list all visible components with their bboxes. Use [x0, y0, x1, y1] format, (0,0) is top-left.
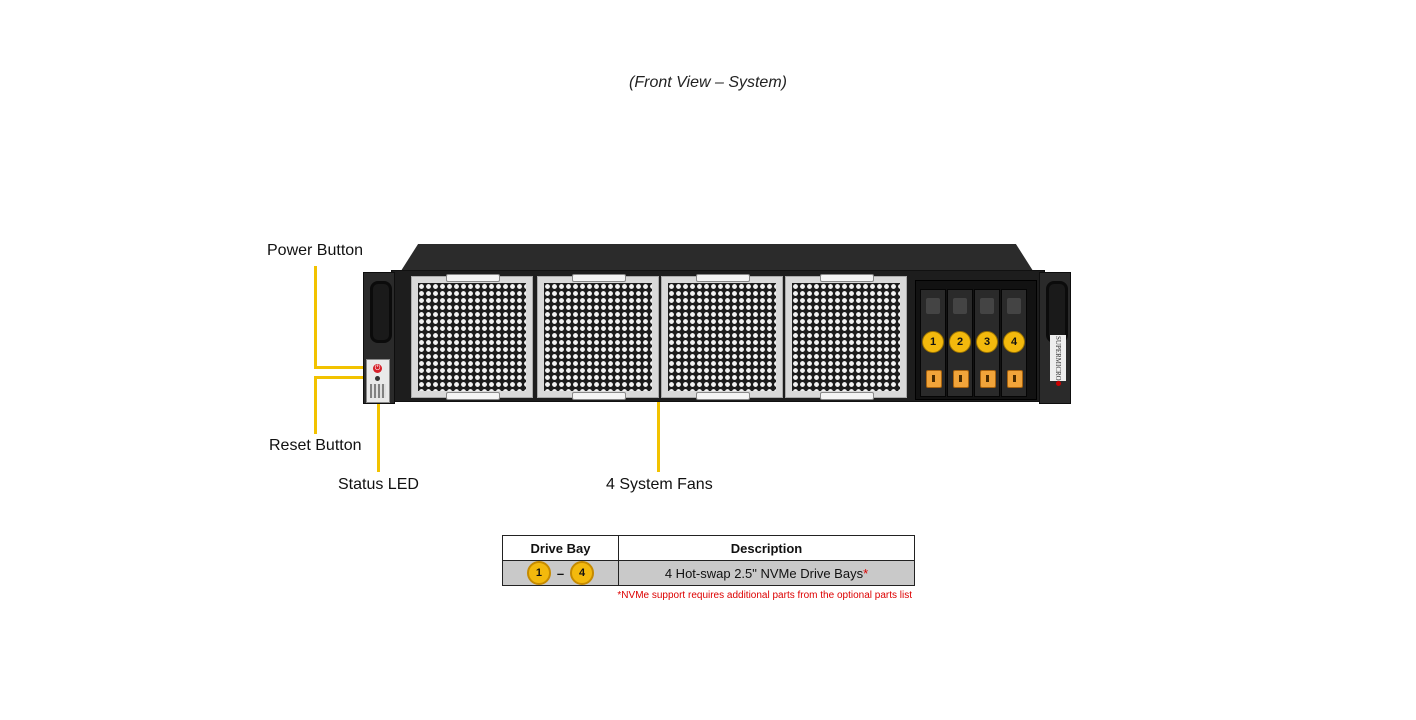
- description-text: 4 Hot-swap 2.5" NVMe Drive Bays: [664, 565, 864, 581]
- fan-release-tab[interactable]: [820, 274, 874, 282]
- table-header-description: Description: [618, 535, 915, 561]
- fan-release-tab[interactable]: [446, 392, 500, 400]
- drive-bay-badge: 4: [1003, 331, 1025, 353]
- system-fans-leader: [657, 396, 660, 472]
- description-cell: 4 Hot-swap 2.5" NVMe Drive Bays*: [618, 560, 915, 586]
- drive-bay-end-badge: 4: [570, 561, 595, 585]
- drive-bay-cell: 1–4: [502, 560, 619, 586]
- fan-release-tab[interactable]: [572, 392, 626, 400]
- tray-latch[interactable]: [926, 298, 940, 314]
- system-fan: [661, 274, 783, 400]
- tray-lock-icon[interactable]: [926, 370, 942, 388]
- range-separator: –: [556, 565, 565, 581]
- left-rack-ear: ⏻: [363, 272, 395, 404]
- drive-tray[interactable]: 4: [1001, 289, 1027, 397]
- status-led-leader: [377, 398, 380, 472]
- right-handle: [1046, 281, 1068, 343]
- left-handle: [370, 281, 392, 343]
- system-fan: [411, 274, 533, 400]
- system-fan: [785, 274, 907, 400]
- fan-grill: [544, 283, 652, 391]
- power-button-leader-horizontal: [314, 366, 372, 369]
- system-fans-label: 4 System Fans: [606, 476, 713, 493]
- power-button[interactable]: ⏻: [373, 364, 382, 373]
- brand-logo: SUPERMICRO: [1050, 335, 1066, 381]
- brand-logo-dot: [1056, 381, 1061, 386]
- fan-grill: [668, 283, 776, 391]
- control-panel: ⏻: [366, 359, 390, 403]
- fan-grill: [792, 283, 900, 391]
- server-chassis-front: ⏻ SUPERMICRO 1 2: [363, 244, 1071, 404]
- tray-lock-icon[interactable]: [1007, 370, 1023, 388]
- drive-bay-start-badge: 1: [526, 561, 551, 585]
- drive-bay-badge: 2: [949, 331, 971, 353]
- table-header-drive-bay: Drive Bay: [502, 535, 619, 561]
- drive-tray[interactable]: 2: [947, 289, 973, 397]
- tray-latch[interactable]: [953, 298, 967, 314]
- reset-button[interactable]: [375, 376, 380, 381]
- tray-lock-icon[interactable]: [953, 370, 969, 388]
- chassis-top-cover: [399, 244, 1035, 274]
- fan-release-tab[interactable]: [696, 274, 750, 282]
- drive-cage: 1 2 3 4: [915, 280, 1037, 400]
- system-fan: [537, 274, 659, 400]
- tray-lock-icon[interactable]: [980, 370, 996, 388]
- fan-release-tab[interactable]: [696, 392, 750, 400]
- drive-bay-badge: 3: [976, 331, 998, 353]
- table-row: 1–4 4 Hot-swap 2.5" NVMe Drive Bays*: [502, 560, 915, 586]
- power-button-label: Power Button: [267, 242, 364, 259]
- reset-button-label: Reset Button: [269, 437, 362, 454]
- drive-tray[interactable]: 3: [974, 289, 1000, 397]
- diagram-title: (Front View – System): [629, 74, 787, 91]
- reset-button-leader-horizontal: [314, 376, 372, 379]
- drive-bay-table: Drive Bay Description 1–4 4 Hot-swap 2.5…: [502, 535, 915, 586]
- status-led-array: [370, 384, 386, 398]
- drive-tray[interactable]: 1: [920, 289, 946, 397]
- footnote-marker: *: [863, 565, 869, 581]
- tray-latch[interactable]: [1007, 298, 1021, 314]
- fan-release-tab[interactable]: [446, 274, 500, 282]
- nvme-footnote: *NVMe support requires additional parts …: [617, 590, 912, 601]
- table-header-row: Drive Bay Description: [502, 535, 915, 561]
- tray-latch[interactable]: [980, 298, 994, 314]
- fan-grill: [418, 283, 526, 391]
- fan-release-tab[interactable]: [820, 392, 874, 400]
- right-rack-ear: SUPERMICRO: [1039, 272, 1071, 404]
- power-button-leader-vertical: [314, 266, 317, 368]
- status-led-label: Status LED: [338, 476, 419, 493]
- reset-button-leader-vertical: [314, 376, 317, 434]
- fan-release-tab[interactable]: [572, 274, 626, 282]
- drive-bay-badge: 1: [922, 331, 944, 353]
